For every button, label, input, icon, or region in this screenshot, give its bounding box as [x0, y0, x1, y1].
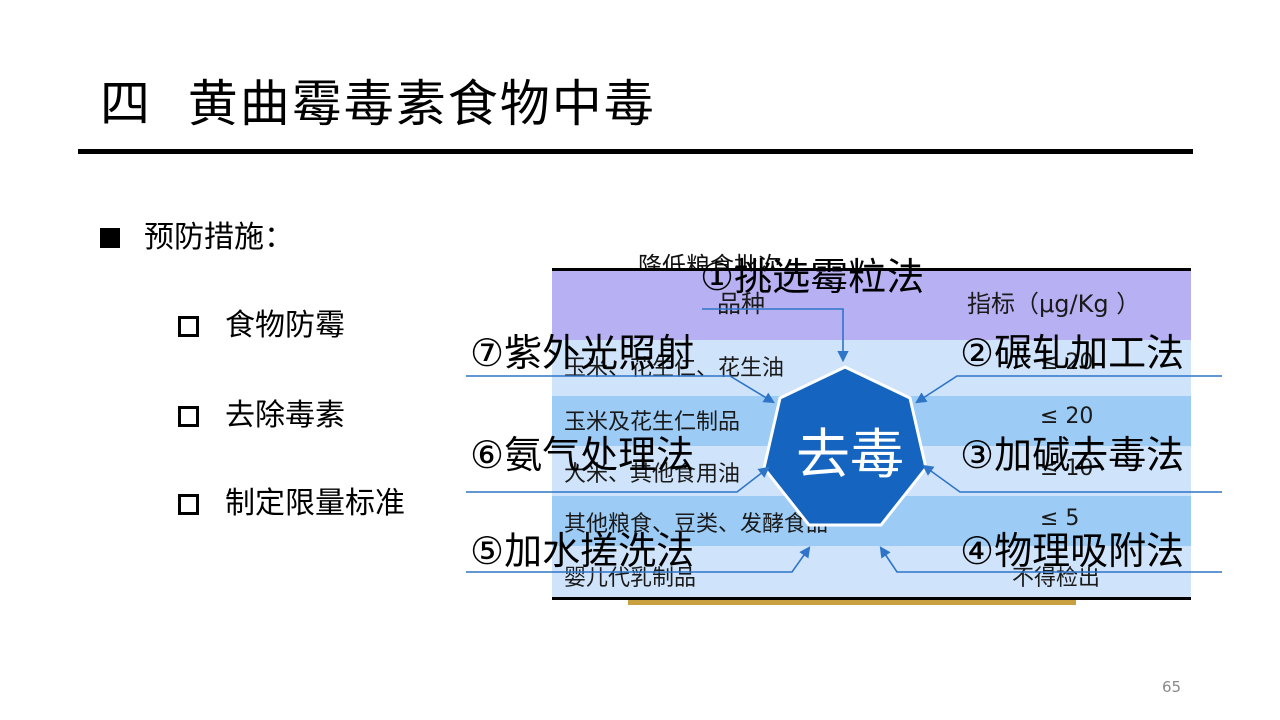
filled-square-bullet-icon	[100, 228, 120, 248]
page-number: 65	[1162, 678, 1182, 696]
slide-title: 四 黄曲霉毒素食物中毒	[100, 75, 656, 133]
bullet-prevention: 预防措施：	[100, 218, 294, 258]
arrow-5	[466, 546, 811, 573]
limit-standard-table: 品种 指标（μg/Kg ） 玉米、花生仁、花生油 ≤ 20 玉米及花生仁制品 ≤…	[552, 268, 1191, 600]
table-cell-variety: 玉米、花生仁、花生油	[564, 356, 785, 381]
table-cell-limit: ≤ 10	[1040, 456, 1094, 481]
method-3-label: ③加碱去毒法	[960, 433, 1185, 477]
method-5-label: ⑤加水搓洗法	[470, 529, 695, 573]
sub-bullet-3: 制定限量标准	[178, 484, 405, 524]
arrow-6	[466, 466, 770, 493]
method-7-label: ⑦紫外光照射	[470, 331, 695, 375]
method-4-label: ④物理吸附法	[960, 529, 1185, 573]
table-header-limit: 指标（μg/Kg ）	[967, 290, 1141, 318]
arrow-2	[915, 375, 1222, 404]
sub-bullet-1-label: 食物防霉	[225, 308, 345, 343]
sub-bullet-2-label: 去除毒素	[225, 398, 345, 433]
sub-bullet-2: 去除毒素	[178, 396, 345, 436]
hollow-square-bullet-icon	[178, 315, 199, 337]
table-cell-variety: 其他粮食、豆类、发酵食品	[564, 512, 829, 537]
table-cell-limit: ≤ 20	[1040, 350, 1094, 375]
center-heptagon	[762, 365, 928, 527]
table-bottom-rule	[552, 597, 1191, 600]
method-6-label: ⑥氨气处理法	[470, 433, 695, 477]
table-header-band	[552, 268, 1191, 340]
sub-bullet-3-label: 制定限量标准	[225, 486, 405, 521]
table-cell-variety: 玉米及花生仁制品	[564, 410, 741, 435]
table-cell-limit: ≤ 5	[1040, 506, 1080, 531]
arrow-7	[466, 375, 775, 404]
table-header-variety: 品种	[717, 290, 765, 318]
table-cell-limit: 不得检出	[1012, 566, 1101, 591]
table-top-rule	[552, 268, 1191, 271]
table-row-band	[552, 546, 1191, 600]
arrow-1	[702, 308, 849, 363]
table-cell-variety: 大米、其他食用油	[564, 462, 741, 487]
table-cell-limit: ≤ 20	[1040, 404, 1094, 429]
table-shadow	[628, 600, 1076, 605]
method-1-label: ①挑选霉粒法	[700, 255, 925, 299]
sub-bullet-1: 食物防霉	[178, 306, 345, 346]
method-2-label: ②碾轧加工法	[960, 331, 1185, 375]
title-underline	[78, 149, 1193, 154]
arrow-4	[879, 546, 1222, 573]
table-cell-variety: 婴儿代乳制品	[564, 566, 697, 591]
hollow-square-bullet-icon	[178, 405, 199, 427]
hollow-square-bullet-icon	[178, 493, 199, 515]
bullet-prevention-label: 预防措施：	[144, 220, 294, 255]
arrow-3	[922, 464, 1222, 493]
center-label-detox: 去毒	[796, 423, 904, 486]
